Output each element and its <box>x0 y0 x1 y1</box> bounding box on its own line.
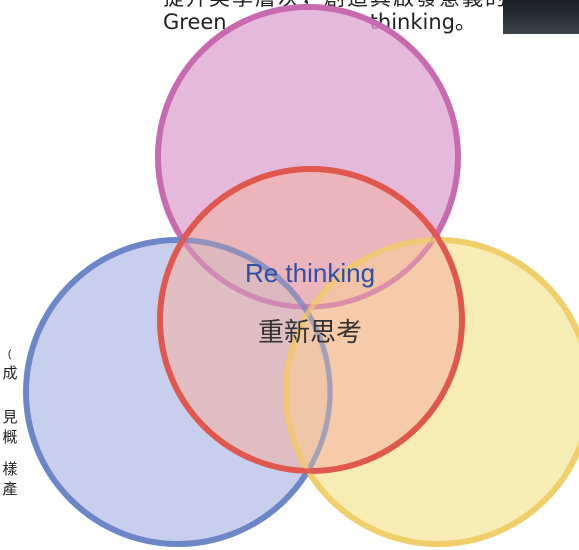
side-char: 見 <box>2 408 18 426</box>
side-char: 概 <box>2 428 18 446</box>
side-char: ﹙ <box>2 344 18 362</box>
side-text-column: ﹙ 成 見 概 樣 產 <box>0 0 22 550</box>
corner-photo <box>503 0 579 34</box>
center-subtitle: 重新思考 <box>257 318 362 348</box>
circle-top-outline <box>155 4 461 310</box>
circle-left-outline <box>23 237 333 547</box>
center-title: Re thinking <box>244 258 376 288</box>
intro-text-line1: 提升美學層次，創造其啟發意義的 <box>163 0 506 10</box>
side-char: 成 <box>2 364 18 382</box>
side-char: 產 <box>2 480 18 498</box>
green-word: Green <box>163 10 227 34</box>
side-char: 樣 <box>2 460 18 478</box>
circle-center-outline <box>157 166 465 474</box>
